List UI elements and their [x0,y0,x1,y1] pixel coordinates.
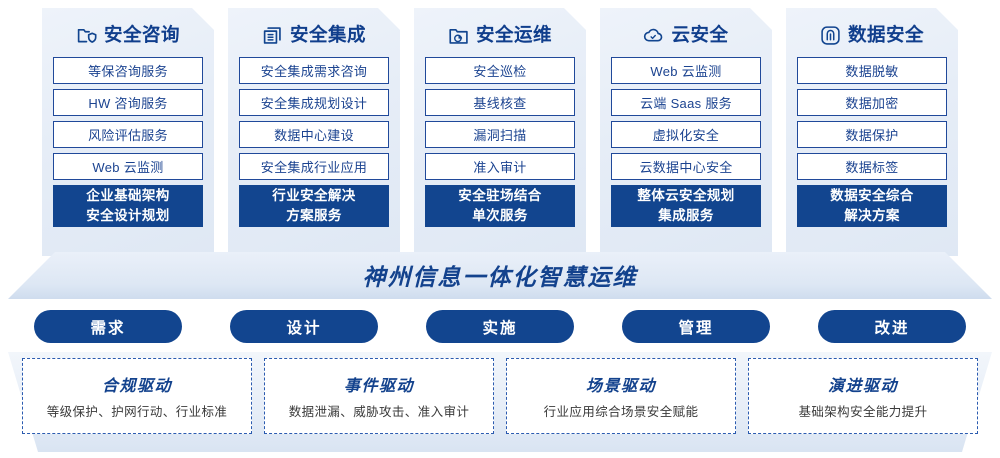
column-title: 云安全 [671,23,729,45]
service-item[interactable]: 安全集成需求咨询 [239,57,389,84]
driver-title: 合规驱动 [101,378,172,395]
driver-card-scenario[interactable]: 场景驱动 行业应用综合场景安全赋能 [506,358,736,434]
driver-card-incident[interactable]: 事件驱动 数据泄漏、威胁攻击、准入审计 [264,358,494,434]
column-header: 安全运维 [425,18,575,52]
stage-pill-design[interactable]: 设计 [230,310,378,343]
column-summary[interactable]: 数据安全综合 解决方案 [797,185,947,227]
column-header: 安全集成 [239,18,389,52]
driver-card-compliance[interactable]: 合规驱动 等级保护、护网行动、行业标准 [22,358,252,434]
platform-banner-title: 神州信息一体化智慧运维 [362,263,638,290]
column-header: 数据安全 [797,18,947,52]
capability-column-cloud-security[interactable]: 云安全 Web 云监测 云端 Saas 服务 虚拟化安全 云数据中心安全 整体云… [600,8,772,256]
service-item[interactable]: 数据中心建设 [239,121,389,148]
service-item[interactable]: 数据脱敏 [797,57,947,84]
document-stack-icon [262,25,283,46]
column-summary-line: 安全驻场结合 [458,188,542,204]
column-summary[interactable]: 行业安全解决 方案服务 [239,185,389,227]
stage-pill-management[interactable]: 管理 [622,310,770,343]
column-summary-line: 解决方案 [844,208,900,223]
service-item[interactable]: 数据保护 [797,121,947,148]
driver-title: 场景驱动 [585,378,656,395]
service-item[interactable]: HW 咨询服务 [53,89,203,116]
capability-columns: 安全咨询 等保咨询服务 HW 咨询服务 风险评估服务 Web 云监测 企业基础架… [0,8,1000,256]
folder-shield-icon [76,25,97,46]
service-item[interactable]: 等保咨询服务 [53,57,203,84]
column-header: 云安全 [611,18,761,52]
column-title: 安全运维 [475,23,552,45]
service-item[interactable]: Web 云监测 [611,57,761,84]
fingerprint-icon [820,25,841,46]
column-summary-line: 数据安全综合 [830,188,914,204]
stage-pill-requirement[interactable]: 需求 [34,310,182,343]
lifecycle-stages: 需求 设计 实施 管理 改进 [0,310,1000,343]
cloud-icon [643,25,664,46]
column-summary-line: 整体云安全规划 [637,188,735,204]
column-summary-line: 企业基础架构 [86,188,170,204]
driver-description: 等级保护、护网行动、行业标准 [46,405,228,419]
stage-pill-implementation[interactable]: 实施 [426,310,574,343]
service-item[interactable]: 安全巡检 [425,57,575,84]
stage-pill-improvement[interactable]: 改进 [818,310,966,343]
column-summary-line: 行业安全解决 [272,188,356,204]
service-item[interactable]: 基线核查 [425,89,575,116]
service-item[interactable]: 安全集成行业应用 [239,153,389,180]
column-summary-line: 集成服务 [658,208,714,223]
service-item[interactable]: 云端 Saas 服务 [611,89,761,116]
capability-column-security-integration[interactable]: 安全集成 安全集成需求咨询 安全集成规划设计 数据中心建设 安全集成行业应用 行… [228,8,400,256]
capability-column-security-operations[interactable]: 安全运维 安全巡检 基线核查 漏洞扫描 准入审计 安全驻场结合 单次服务 [414,8,586,256]
driver-description: 行业应用综合场景安全赋能 [543,405,699,419]
capability-column-data-security[interactable]: 数据安全 数据脱敏 数据加密 数据保护 数据标签 数据安全综合 解决方案 [786,8,958,256]
service-item[interactable]: 漏洞扫描 [425,121,575,148]
column-header: 安全咨询 [53,18,203,52]
driver-title: 事件驱动 [343,378,414,395]
driver-description: 数据泄漏、威胁攻击、准入审计 [288,405,470,419]
driver-title: 演进驱动 [827,378,898,395]
drivers-row: 合规驱动 等级保护、护网行动、行业标准 事件驱动 数据泄漏、威胁攻击、准入审计 … [0,358,1000,440]
service-item[interactable]: 准入审计 [425,153,575,180]
platform-banner: 神州信息一体化智慧运维 [8,252,992,299]
column-title: 安全咨询 [103,23,180,45]
driver-card-evolution[interactable]: 演进驱动 基础架构安全能力提升 [748,358,978,434]
driver-description: 基础架构安全能力提升 [798,405,928,419]
column-title: 安全集成 [289,23,366,45]
service-item[interactable]: 数据加密 [797,89,947,116]
column-summary-line: 安全设计规划 [86,208,170,223]
service-item[interactable]: 虚拟化安全 [611,121,761,148]
column-summary[interactable]: 安全驻场结合 单次服务 [425,185,575,227]
column-summary-line: 方案服务 [286,208,342,223]
service-item[interactable]: 数据标签 [797,153,947,180]
service-item[interactable]: Web 云监测 [53,153,203,180]
column-title: 数据安全 [847,23,924,45]
service-item[interactable]: 云数据中心安全 [611,153,761,180]
capability-column-security-consulting[interactable]: 安全咨询 等保咨询服务 HW 咨询服务 风险评估服务 Web 云监测 企业基础架… [42,8,214,256]
column-summary[interactable]: 企业基础架构 安全设计规划 [53,185,203,227]
service-item[interactable]: 风险评估服务 [53,121,203,148]
column-summary[interactable]: 整体云安全规划 集成服务 [611,185,761,227]
service-item[interactable]: 安全集成规划设计 [239,89,389,116]
column-summary-line: 单次服务 [472,208,528,223]
folder-pie-chart-icon [448,25,469,46]
